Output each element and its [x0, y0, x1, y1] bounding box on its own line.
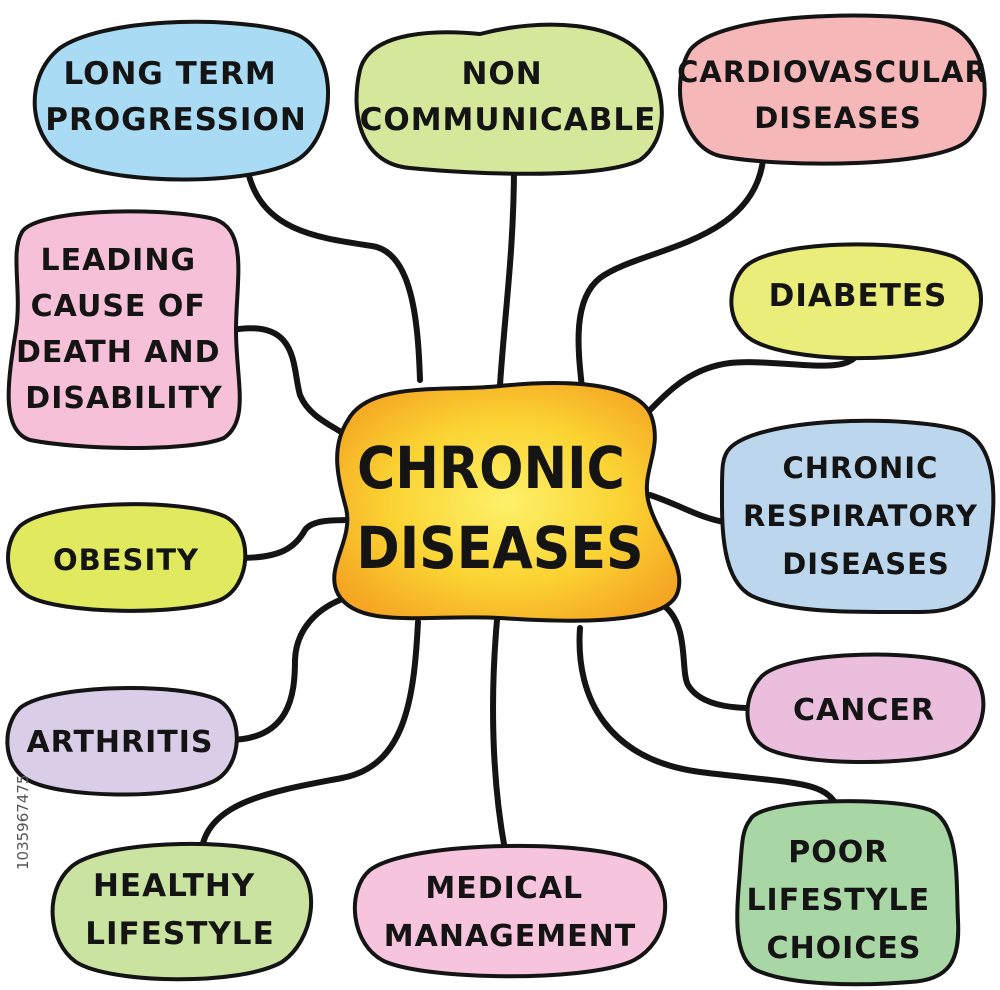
node-long-term-progression: LONG TERM PROGRESSION — [32, 19, 330, 182]
node-medical-management: MEDICAL MANAGEMENT — [352, 843, 668, 979]
node-label: OBESITY — [53, 543, 199, 577]
connector-medical-management — [490, 617, 508, 853]
node-label: ARTHRITIS — [26, 725, 213, 760]
node-poor-lifestyle-choices: POOR LIFESTYLE CHOICES — [735, 799, 961, 987]
node-diabetes: DIABETES — [729, 242, 983, 361]
node-label-line: LEADING — [40, 243, 196, 278]
node-shape — [352, 843, 668, 979]
node-label: LEADING CAUSE OF DEATH AND DISABILITY — [16, 243, 232, 416]
node-label-line: LIFESTYLE — [85, 916, 275, 952]
node-label-line: DIABETES — [769, 278, 948, 314]
connector-arthritis — [225, 597, 343, 743]
connector-leading-cause — [229, 325, 355, 443]
node-healthy-lifestyle: HEALTHY LIFESTYLE — [50, 841, 314, 982]
node-label-line: RESPIRATORY — [743, 499, 978, 533]
node-label: MEDICAL MANAGEMENT — [384, 871, 636, 954]
center-title: CHRONIC DISEASES — [356, 434, 643, 582]
node-label: CARDIOVASCULAR DISEASES — [677, 55, 999, 135]
node-shape — [354, 22, 664, 176]
node-cancer: CANCER — [745, 652, 986, 764]
node-leading-cause: LEADING CAUSE OF DEATH AND DISABILITY — [6, 209, 242, 450]
node-label: POOR LIFESTYLE CHOICES — [746, 835, 941, 966]
node-label: CANCER — [793, 693, 935, 728]
node-shape — [719, 418, 996, 615]
node-label-line: DISEASES — [782, 547, 950, 581]
connector-diabetes — [647, 349, 861, 413]
connector-lines — [199, 157, 861, 853]
connector-cardiovascular-diseases — [575, 157, 766, 391]
node-shape — [745, 652, 986, 764]
node-label-line: ARTHRITIS — [26, 725, 213, 760]
node-label-line: CARDIOVASCULAR — [677, 55, 988, 89]
node-label-line: POOR — [788, 835, 888, 870]
node-label-line: MANAGEMENT — [384, 919, 636, 954]
node-label: NON COMMUNICABLE — [360, 56, 657, 138]
node-label-line: COMMUNICABLE — [360, 102, 657, 138]
node-label-line: OBESITY — [53, 543, 199, 577]
node-label-line: DEATH AND — [16, 335, 221, 370]
node-label-line: NON — [461, 56, 542, 92]
node-cardiovascular-diseases: CARDIOVASCULAR DISEASES — [677, 13, 999, 166]
node-shape — [50, 841, 314, 982]
connector-obesity — [237, 517, 355, 561]
connector-healthy-lifestyle — [199, 619, 421, 851]
connector-non-communicable — [497, 162, 517, 388]
node-label-line: DISABILITY — [25, 381, 223, 416]
center-title-line: CHRONIC — [357, 434, 625, 502]
node-shape — [6, 502, 248, 613]
connector-poor-lifestyle-choices — [576, 625, 841, 811]
node-shape — [735, 799, 961, 987]
node-label: LONG TERM PROGRESSION — [45, 56, 307, 138]
node-obesity: OBESITY — [6, 502, 248, 613]
node-label-line: DISEASES — [754, 101, 922, 135]
connector-long-term-progression — [245, 169, 423, 383]
node-label-line: CHOICES — [767, 931, 922, 966]
node-label-line: MEDICAL — [425, 871, 583, 906]
node-label: CHRONIC RESPIRATORY DISEASES — [743, 451, 989, 581]
connector-cancer — [660, 602, 755, 711]
node-shape — [729, 242, 983, 361]
node-shape — [5, 686, 239, 797]
center-node-shape — [332, 381, 682, 623]
node-chronic-respiratory-diseases: CHRONIC RESPIRATORY DISEASES — [719, 418, 996, 615]
node-label-line: HEALTHY — [93, 868, 255, 904]
node-label-line: CANCER — [793, 693, 935, 728]
node-shape — [32, 19, 330, 182]
node-label: HEALTHY LIFESTYLE — [85, 868, 275, 952]
node-shape — [678, 13, 987, 166]
connector-chronic-respiratory-diseases — [647, 492, 727, 525]
node-label-line: LONG TERM — [63, 56, 276, 92]
node-arthritis: ARTHRITIS — [5, 686, 239, 797]
node-label: DIABETES — [769, 278, 948, 314]
stock-id: 1035967475 — [14, 775, 32, 870]
center-title-line: DISEASES — [356, 514, 643, 582]
node-shape — [6, 209, 242, 450]
node-label-line: LIFESTYLE — [746, 883, 930, 918]
node-label-line: PROGRESSION — [45, 102, 307, 138]
node-label-line: CAUSE OF — [31, 289, 206, 324]
node-non-communicable: NON COMMUNICABLE — [354, 22, 664, 176]
node-label-line: CHRONIC — [783, 451, 939, 485]
center-node: CHRONIC DISEASES — [332, 381, 682, 623]
